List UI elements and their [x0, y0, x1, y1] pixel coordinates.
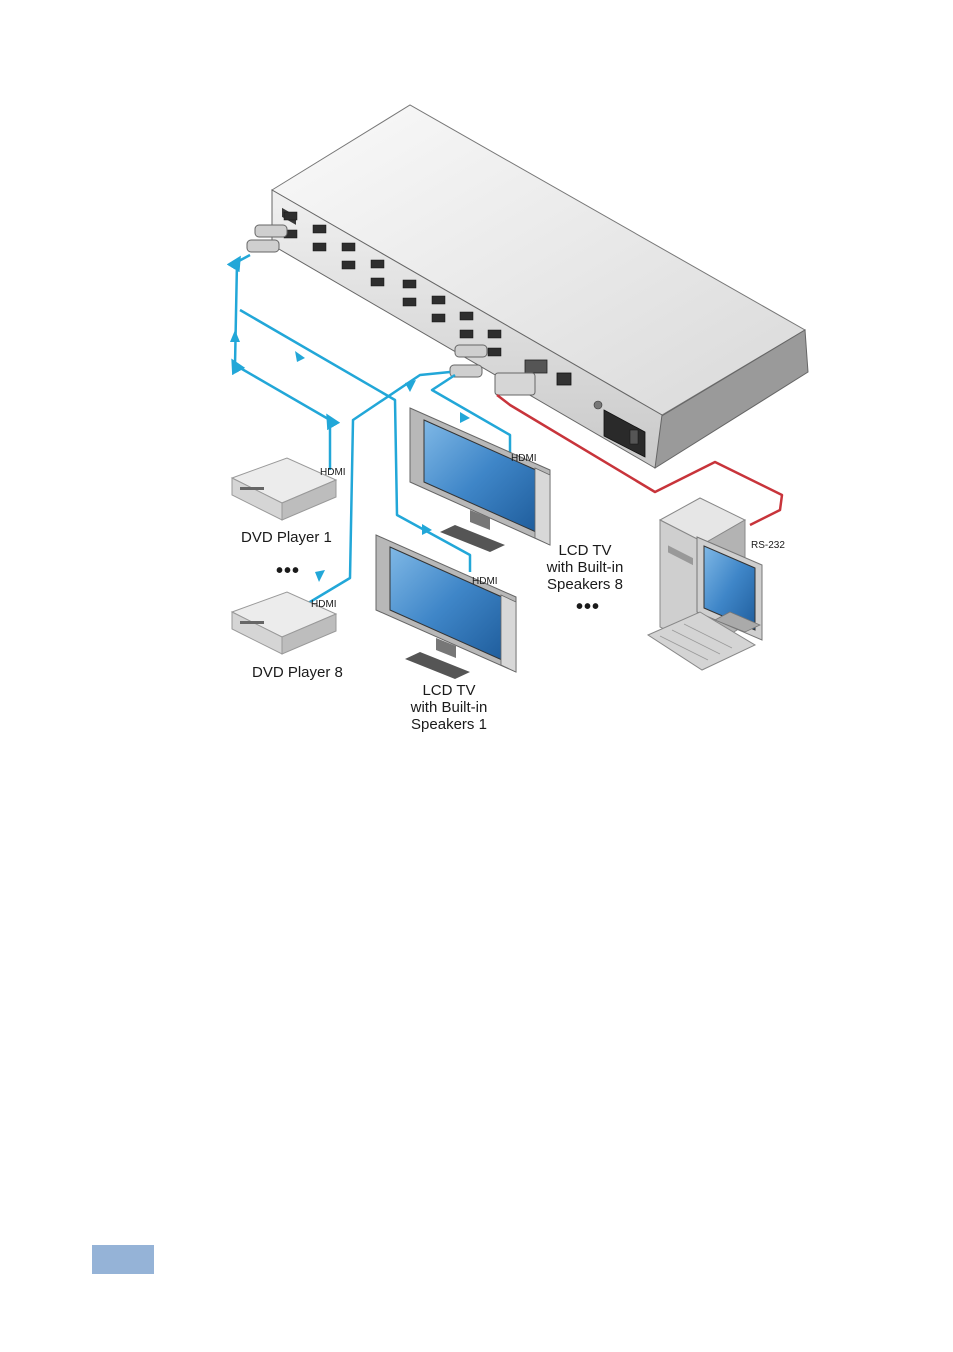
- hdmi-label-tv8: HDMI: [511, 453, 537, 464]
- hdmi-label-tv1: HDMI: [472, 576, 498, 587]
- tv8-label-line2: with Built-in: [546, 559, 624, 576]
- tv8-label-line3: Speakers 8: [547, 576, 623, 593]
- dvd-player-1-label: DVD Player 1: [241, 529, 332, 546]
- tv1-label-line3: Speakers 1: [411, 716, 487, 733]
- lcd-tv-1-device: [376, 535, 516, 679]
- pc-device: [648, 498, 762, 670]
- matrix-switcher-unit: [247, 105, 808, 468]
- rs232-label: RS-232: [751, 540, 785, 551]
- power-switch: [630, 430, 638, 444]
- cable-dvd1: [235, 255, 330, 470]
- hdmi-label-dvd1: HDMI: [320, 467, 346, 478]
- tv-ellipsis: •••: [576, 596, 600, 618]
- tv8-label-line1: LCD TV: [558, 542, 611, 559]
- hdmi-label-dvd8: HDMI: [311, 599, 337, 610]
- ethernet-port: [557, 373, 571, 385]
- tv1-label-line2: with Built-in: [410, 699, 488, 716]
- dvd-player-8-label: DVD Player 8: [252, 664, 343, 681]
- rs232-plug: [495, 373, 535, 395]
- page-number-tab: [92, 1245, 154, 1274]
- reset-button: [594, 401, 602, 409]
- rs232-port: [525, 360, 547, 373]
- dvd-ellipsis: •••: [276, 560, 300, 582]
- tv1-label-line1: LCD TV: [422, 682, 475, 699]
